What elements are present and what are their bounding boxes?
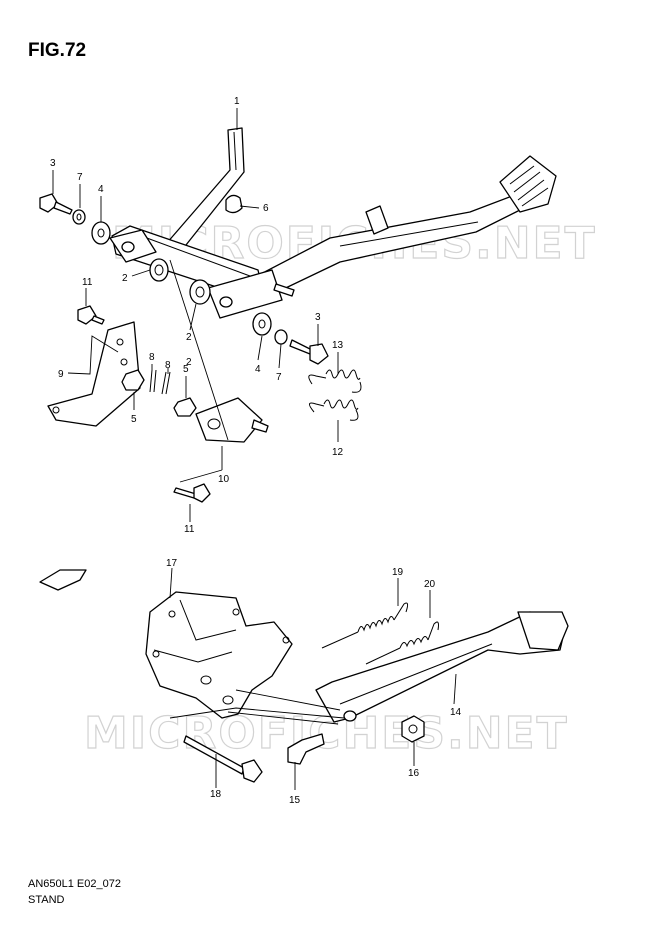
callout-13: 13 xyxy=(332,340,344,351)
callout-2-b: 2 xyxy=(186,332,192,343)
cap-6 xyxy=(225,194,243,214)
callout-4-b: 4 xyxy=(255,364,261,375)
figure-title: FIG.72 xyxy=(28,40,87,61)
callout-14: 14 xyxy=(450,707,462,718)
callout-20: 20 xyxy=(424,579,436,590)
washer-4-lower xyxy=(252,312,272,336)
model-code: AN650L1 E02_072 xyxy=(28,878,121,890)
side-stand-leg-14 xyxy=(315,611,569,723)
bracket-10 xyxy=(195,397,269,443)
fwd-arrow-icon: FWD xyxy=(39,569,87,591)
section-name: STAND xyxy=(28,894,65,906)
callout-3-b: 3 xyxy=(315,312,321,323)
bushing-2-left xyxy=(149,258,169,282)
callout-4-a: 4 xyxy=(98,184,104,195)
callout-10: 10 xyxy=(218,474,230,485)
callout-8-b: 8 xyxy=(165,360,171,371)
callout-18: 18 xyxy=(210,789,222,800)
bolt-3-upper xyxy=(39,193,73,215)
callout-19: 19 xyxy=(392,567,404,578)
callout-7-a: 7 xyxy=(77,172,83,183)
callout-1: 1 xyxy=(234,96,240,107)
callout-16: 16 xyxy=(408,768,420,779)
bolt-11-upper xyxy=(77,305,105,325)
center-stand xyxy=(109,127,557,319)
callout-12: 12 xyxy=(332,447,344,458)
washer-7-lower xyxy=(274,329,288,345)
nut-16 xyxy=(401,715,425,743)
nut-5-right xyxy=(173,397,197,417)
callout-numbers: 1 2 2 2 3 3 4 4 5 5 6 7 7 8 8 9 10 11 11… xyxy=(50,96,462,806)
callout-2-c: 2 xyxy=(186,357,192,368)
callout-3-a: 3 xyxy=(50,158,56,169)
spring-19 xyxy=(321,602,409,649)
callout-9: 9 xyxy=(58,369,64,380)
callout-17: 17 xyxy=(166,558,178,569)
bracket-9 xyxy=(47,321,141,427)
washer-7-upper xyxy=(72,209,86,225)
callout-5-a: 5 xyxy=(183,364,189,375)
callout-8-a: 8 xyxy=(149,352,155,363)
callout-2-a: 2 xyxy=(122,273,128,284)
callout-11-b: 11 xyxy=(184,524,195,535)
bolt-18 xyxy=(183,735,263,783)
bolt-3-lower xyxy=(289,339,329,365)
watermark-lower: MICROFICHES.NET xyxy=(84,708,569,759)
nut-5-left xyxy=(121,369,145,391)
pivot-bolt-15 xyxy=(287,733,325,765)
spring-13 xyxy=(308,369,362,393)
leader-lines xyxy=(52,108,457,790)
cotter-pins-8 xyxy=(149,369,171,395)
callout-6: 6 xyxy=(263,203,269,214)
callout-11-a: 11 xyxy=(82,277,93,288)
side-stand-bracket-17 xyxy=(145,591,293,719)
spring-12 xyxy=(309,399,359,421)
callout-7-b: 7 xyxy=(276,372,282,383)
bushing-2-center xyxy=(189,279,211,305)
callout-5-b: 5 xyxy=(131,414,137,425)
spring-20 xyxy=(365,621,439,665)
bolt-11-lower xyxy=(173,483,211,503)
washer-4-upper xyxy=(91,221,111,245)
callout-15: 15 xyxy=(289,795,301,806)
